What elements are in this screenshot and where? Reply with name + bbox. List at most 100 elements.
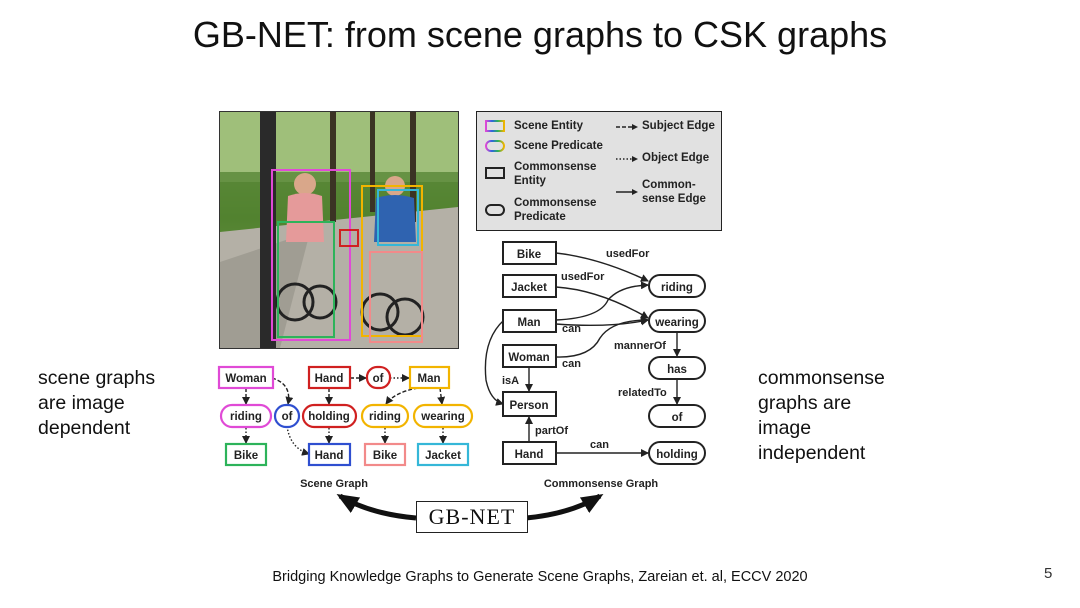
cs-node-has bbox=[648, 356, 706, 380]
scene-graph-nodes: Woman riding Bike of Hand of Man holding… bbox=[217, 365, 474, 467]
scene-node-woman bbox=[217, 365, 275, 390]
legend-subject-edge: Subject Edge bbox=[642, 120, 715, 132]
commonsense-graph-caption: Commonsense Graph bbox=[544, 478, 659, 490]
cs-node-riding-label: riding bbox=[661, 282, 693, 294]
commonsense-entity-swatch bbox=[485, 167, 505, 179]
cyclists-photo bbox=[219, 111, 459, 349]
scene-node-bike-right bbox=[363, 442, 407, 467]
page-number: 5 bbox=[1044, 565, 1053, 582]
scene-predicate-swatch bbox=[485, 140, 505, 152]
scene-node-holding-label: holding bbox=[308, 411, 350, 423]
cs-node-holding bbox=[648, 441, 706, 465]
edge-label-partof: partOf bbox=[535, 425, 568, 437]
edge-label-can-1: can bbox=[562, 323, 581, 335]
photo-illustration bbox=[220, 112, 458, 348]
edge-man-wearing bbox=[555, 317, 649, 327]
cs-node-bike bbox=[502, 241, 557, 265]
cs-node-hand bbox=[502, 441, 557, 465]
scene-node-hand-bottom bbox=[307, 442, 352, 467]
scene-node-man-label: Man bbox=[418, 373, 441, 385]
scene-node-wearing-label: wearing bbox=[420, 411, 464, 423]
right-text-line: image bbox=[758, 417, 812, 439]
commonsense-graph-nodes: Bike Jacket Man Woman Person Hand riding… bbox=[502, 241, 706, 465]
slide-title: GB-NET: from scene graphs to CSK graphs bbox=[192, 14, 888, 55]
scene-node-woman-label: Woman bbox=[225, 373, 266, 385]
cs-node-jacket-label: Jacket bbox=[511, 282, 547, 294]
scene-node-bike-left bbox=[224, 442, 268, 467]
legend-commonsense-entity: Commonsense Entity bbox=[514, 160, 596, 188]
cs-node-has-label: has bbox=[667, 364, 687, 376]
cs-node-jacket bbox=[502, 274, 557, 298]
commonsense-graph-edges bbox=[484, 252, 681, 457]
scene-graph-description: scene graphs are image dependent bbox=[38, 366, 208, 441]
edge-man-riding bbox=[385, 387, 419, 405]
legend-commonsense-edge-line2: sense Edge bbox=[642, 193, 706, 205]
legend-scene-predicate: Scene Predicate bbox=[514, 140, 603, 152]
arrow-left-arc bbox=[336, 493, 417, 521]
graphs-diagram: Woman riding Bike of Hand of Man holding… bbox=[217, 241, 706, 521]
cs-node-woman-label: Woman bbox=[508, 352, 549, 364]
edge-label-relatedto: relatedTo bbox=[618, 387, 667, 399]
left-text-line: scene graphs bbox=[38, 367, 156, 389]
cs-node-wearing bbox=[648, 309, 706, 333]
scene-node-holding bbox=[301, 403, 358, 429]
cs-node-wearing-label: wearing bbox=[654, 317, 698, 329]
graph-legend: Scene Entity Scene Predicate Commonsense… bbox=[476, 111, 722, 231]
arrow-right-arc bbox=[525, 493, 604, 521]
edge-man-riding bbox=[555, 281, 649, 321]
edge-jacket-wearing bbox=[555, 286, 649, 319]
edge-woman-of bbox=[271, 377, 294, 405]
scene-node-of-lower bbox=[273, 403, 301, 429]
right-text-line: independent bbox=[758, 442, 866, 464]
legend-commonsense-entity-line1: Commonsense bbox=[514, 161, 597, 173]
legend-commonsense-predicate-line1: Commonsense bbox=[514, 197, 597, 209]
scene-node-riding-left-label: riding bbox=[230, 411, 262, 423]
cs-node-hand-label: Hand bbox=[515, 449, 544, 461]
scene-node-man bbox=[408, 365, 451, 390]
object-edge-swatch bbox=[616, 156, 638, 162]
legend-object-edge: Object Edge bbox=[642, 152, 710, 164]
scene-node-hand-top-label: Hand bbox=[315, 373, 344, 385]
right-text-line: commonsense bbox=[758, 367, 885, 389]
scene-node-bike-right-label: Bike bbox=[373, 450, 397, 462]
cs-node-of bbox=[648, 404, 706, 428]
commonsense-graph-description: commonsense graphs are image independent bbox=[758, 366, 958, 466]
gbnet-label: GB-NET bbox=[416, 501, 528, 533]
gbnet-double-arrow bbox=[336, 493, 604, 521]
cs-node-of-label: of bbox=[672, 412, 683, 424]
cs-node-woman bbox=[502, 344, 557, 368]
legend-commonsense-predicate-line2: Predicate bbox=[514, 211, 566, 223]
legend-commonsense-entity-line2: Entity bbox=[514, 175, 546, 187]
left-text-line: dependent bbox=[38, 417, 131, 439]
cs-node-man-label: Man bbox=[518, 317, 541, 329]
scene-node-jacket-label: Jacket bbox=[425, 450, 461, 462]
subject-edge-swatch bbox=[616, 124, 638, 130]
commonsense-edge-swatch bbox=[616, 189, 638, 195]
scene-node-jacket bbox=[416, 442, 470, 467]
edge-label-can-2: can bbox=[562, 358, 581, 370]
cs-node-holding-label: holding bbox=[656, 449, 698, 461]
scene-node-riding-right-label: riding bbox=[369, 411, 401, 423]
scene-node-of-top bbox=[365, 365, 392, 390]
legend-commonsense-predicate: Commonsense Predicate bbox=[514, 196, 596, 224]
commonsense-edge-labels: usedFor usedFor can can mannerOf isA rel… bbox=[502, 248, 667, 451]
legend-commonsense-edge-line1: Common- bbox=[642, 179, 696, 191]
edge-woman-wearing bbox=[555, 316, 649, 358]
scene-node-riding-right bbox=[360, 403, 410, 429]
edge-man-wearing bbox=[437, 387, 446, 405]
scene-node-riding-left bbox=[219, 403, 273, 429]
cs-node-man bbox=[502, 309, 557, 333]
cs-node-bike-label: Bike bbox=[517, 249, 541, 261]
legend-scene-entity: Scene Entity bbox=[514, 120, 584, 132]
scene-node-hand-bottom-label: Hand bbox=[315, 450, 344, 462]
edge-of-hand bbox=[286, 425, 310, 456]
edge-label-can-3: can bbox=[590, 439, 609, 451]
edge-label-usedfor-2: usedFor bbox=[561, 271, 605, 283]
cs-node-person bbox=[502, 391, 557, 417]
commonsense-predicate-swatch bbox=[485, 204, 505, 216]
edge-man-person bbox=[484, 319, 505, 406]
cs-node-riding bbox=[648, 274, 706, 298]
cs-node-person-label: Person bbox=[510, 400, 549, 412]
scene-graph-caption: Scene Graph bbox=[300, 478, 368, 490]
left-text-line: are image bbox=[38, 392, 125, 414]
